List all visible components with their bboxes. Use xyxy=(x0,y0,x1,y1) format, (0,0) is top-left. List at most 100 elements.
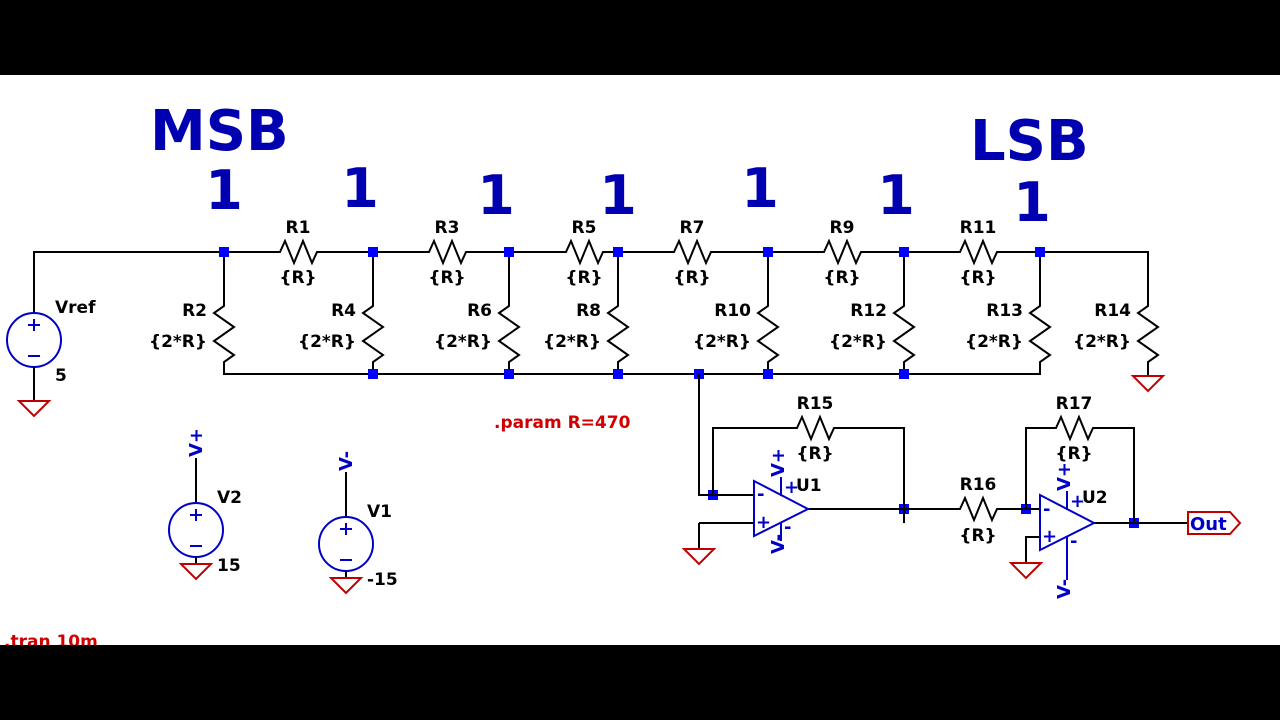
r13-name: R13 xyxy=(986,301,1023,321)
resistor-r16 xyxy=(950,497,1006,521)
u2-vneg-mark: - xyxy=(1070,531,1077,552)
resistor-r3 xyxy=(419,240,475,264)
r11-name: R11 xyxy=(960,218,997,238)
r10-value: {2*R} xyxy=(693,332,751,352)
v2-net-label: V+ xyxy=(186,428,207,457)
schematic-diagram: MSB LSB 1 1 1 1 1 1 1 xyxy=(4,99,1242,645)
resistor-r6 xyxy=(498,296,520,372)
msb-label: MSB xyxy=(150,99,289,164)
r2-name: R2 xyxy=(182,301,207,321)
bit-label: 1 xyxy=(477,164,515,227)
r5-value: {R} xyxy=(565,268,602,288)
r2-value: {2*R} xyxy=(149,332,207,352)
r4-name: R4 xyxy=(331,301,356,321)
param-directive: .param R=470 xyxy=(494,413,631,433)
r5-name: R5 xyxy=(572,218,597,238)
r7-value: {R} xyxy=(673,268,710,288)
r10-name: R10 xyxy=(714,301,751,321)
u1-minus-pin: - xyxy=(757,484,764,505)
resistor-r8 xyxy=(607,296,629,372)
u2-vpos-mark: + xyxy=(1070,491,1085,512)
resistor-r11 xyxy=(950,240,1006,264)
shunt-wires xyxy=(223,252,1041,297)
vref-value: 5 xyxy=(55,366,67,386)
u1-vneg-pin: V- xyxy=(768,534,789,554)
bit-label: 1 xyxy=(877,164,915,227)
output-port: Out xyxy=(1187,511,1242,535)
u2-plus-pin: + xyxy=(1042,526,1057,547)
r14-value: {2*R} xyxy=(1073,332,1131,352)
supply-v1 xyxy=(318,472,374,578)
r6-value: {2*R} xyxy=(434,332,492,352)
bit-label: 1 xyxy=(599,164,637,227)
resistor-r13 xyxy=(1029,296,1051,372)
tran-directive: .tran 10m xyxy=(4,632,98,645)
ground-symbol xyxy=(330,577,362,594)
v1-net-label: V- xyxy=(336,451,357,471)
vref-source xyxy=(6,312,62,401)
resistor-r10 xyxy=(757,296,779,372)
ground-symbol xyxy=(683,548,715,565)
resistor-r15 xyxy=(787,416,843,440)
r7-name: R7 xyxy=(680,218,705,238)
ladder-bottom-bus xyxy=(223,371,1041,375)
r9-value: {R} xyxy=(823,268,860,288)
v2-name: V2 xyxy=(217,488,242,508)
r11-value: {R} xyxy=(959,268,996,288)
u2-vpos-pin: V+ xyxy=(1054,462,1075,491)
r13-value: {2*R} xyxy=(965,332,1023,352)
ground-symbol xyxy=(1132,375,1164,392)
resistor-r12 xyxy=(893,296,915,372)
opamp-u2: V+ V- - + + - xyxy=(1039,462,1097,599)
r14-name: R14 xyxy=(1094,301,1131,321)
r8-name: R8 xyxy=(576,301,601,321)
u2-minus-pin: - xyxy=(1043,499,1050,520)
bit-label: 1 xyxy=(341,157,379,220)
junction-nodes xyxy=(219,247,1139,528)
r3-name: R3 xyxy=(435,218,460,238)
opamp-u1: V+ V- - + + - xyxy=(753,448,811,554)
u1-plus-pin: + xyxy=(756,512,771,533)
r3-value: {R} xyxy=(428,268,465,288)
u1-name: U1 xyxy=(796,476,822,496)
resistor-r2 xyxy=(213,296,235,372)
bit-label: 1 xyxy=(205,159,243,222)
r8-value: {2*R} xyxy=(543,332,601,352)
r1-name: R1 xyxy=(286,218,311,238)
r15-name: R15 xyxy=(797,394,834,414)
resistor-r1 xyxy=(270,240,326,264)
resistor-r14 xyxy=(1137,296,1159,372)
r9-name: R9 xyxy=(830,218,855,238)
supply-v2 xyxy=(168,458,224,564)
lsb-label: LSB xyxy=(970,109,1089,174)
resistor-r5 xyxy=(556,240,612,264)
resistor-r4 xyxy=(362,296,384,372)
vref-name: Vref xyxy=(55,298,96,318)
u2-name: U2 xyxy=(1082,488,1108,508)
u2-vneg-pin: V- xyxy=(1054,579,1075,599)
r1-value: {R} xyxy=(279,268,316,288)
opamp-stage2-wiring xyxy=(1025,427,1188,563)
v1-value: -15 xyxy=(367,570,398,590)
resistor-r7 xyxy=(664,240,720,264)
output-label: Out xyxy=(1190,514,1227,535)
r15-value: {R} xyxy=(796,444,833,464)
schematic-canvas: MSB LSB 1 1 1 1 1 1 1 xyxy=(0,75,1280,645)
r12-name: R12 xyxy=(850,301,887,321)
r12-value: {2*R} xyxy=(829,332,887,352)
ground-symbol xyxy=(180,563,212,580)
r6-name: R6 xyxy=(467,301,492,321)
r17-value: {R} xyxy=(1055,444,1092,464)
resistor-r9 xyxy=(814,240,870,264)
r17-name: R17 xyxy=(1056,394,1093,414)
u1-vpos-mark: + xyxy=(784,477,799,498)
bit-label: 1 xyxy=(741,157,779,220)
u1-vneg-mark: - xyxy=(784,517,791,538)
r16-value: {R} xyxy=(959,526,996,546)
bit-label: 1 xyxy=(1013,171,1051,234)
v1-name: V1 xyxy=(367,502,392,522)
v2-value: 15 xyxy=(217,556,241,576)
r4-value: {2*R} xyxy=(298,332,356,352)
u1-vpos-pin: V+ xyxy=(768,448,789,477)
ground-symbol xyxy=(18,400,50,417)
